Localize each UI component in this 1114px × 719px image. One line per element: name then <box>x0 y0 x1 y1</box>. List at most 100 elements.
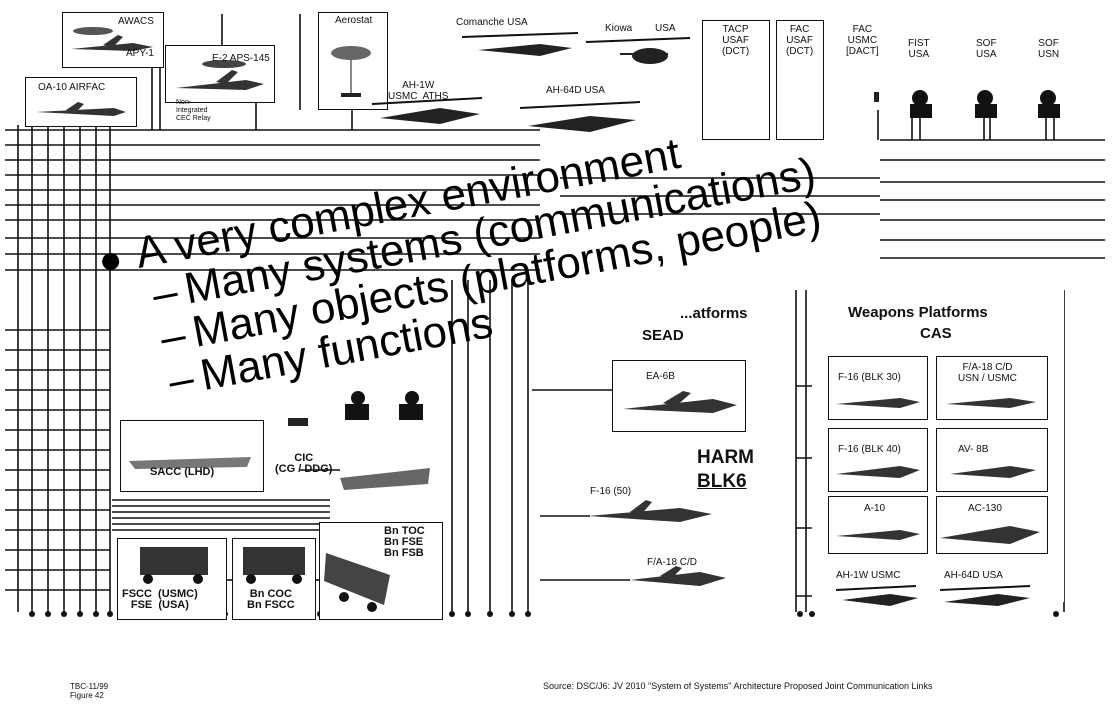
sead-label: SEAD <box>642 327 684 344</box>
fa18-label: F/A-18 C/D <box>647 557 698 568</box>
kiowa-usa-label: USA <box>655 23 676 34</box>
fscc-box <box>117 538 227 620</box>
cas-label-1: F-16 (BLK 30) <box>838 372 901 383</box>
harm-label: HARM <box>697 447 754 468</box>
lhd-ship-icon <box>129 457 251 469</box>
cas-platform-1 <box>828 356 928 420</box>
cas-platform-3 <box>828 428 928 492</box>
bncoc-box <box>232 538 316 620</box>
sof-usn-label: SOF USN <box>1038 38 1060 60</box>
kiowa-label: Kiowa <box>605 23 633 34</box>
e2-label: E-2 APS-145 <box>212 53 270 64</box>
sacc-label: SACC (LHD) <box>150 466 215 478</box>
tacp-box <box>702 20 770 140</box>
cas-platform-2 <box>936 356 1048 420</box>
apy1-label: APY-1 <box>126 48 154 59</box>
line-terminator-dot <box>45 611 51 617</box>
bncoc-label: Bn COC Bn FSCC <box>247 588 295 611</box>
cic-label: CIC (CG / DDG) <box>275 452 333 475</box>
cas-sub: CAS <box>920 325 952 342</box>
ea6b-box <box>612 360 746 432</box>
cas-label-7: AH-1W USMC <box>836 570 901 581</box>
cas-platform-5 <box>828 496 928 554</box>
f16-50-aircraft-icon <box>588 500 712 522</box>
ah1w-cas-icon <box>835 585 918 606</box>
cic-ship-icon <box>340 468 430 490</box>
awacs-box <box>62 12 164 68</box>
awacs-label: AWACS <box>118 16 154 27</box>
e2-aircraft-icon <box>176 60 264 90</box>
blk6-label: BLK6 <box>697 471 747 492</box>
cec-relay-label: Non- Integrated CEC Relay <box>176 99 211 122</box>
cas-label-6: AC-130 <box>968 503 1002 514</box>
ea6b-aircraft-icon <box>623 391 737 413</box>
ea6b-label: EA-6B <box>646 371 675 382</box>
ah64d-helicopter-icon <box>519 101 641 132</box>
fa18-usn-icon <box>946 398 1036 408</box>
soldier-1-icon <box>345 391 369 420</box>
line-terminator-dot <box>797 611 803 617</box>
fac-usaf-box <box>776 20 824 140</box>
line-terminator-dot <box>509 611 515 617</box>
comanche-helicopter-icon <box>461 32 579 56</box>
av8b-icon <box>950 466 1036 478</box>
ah64d-top-label: AH-64D USA <box>546 85 605 96</box>
line-terminator-dot <box>525 611 531 617</box>
ah64d-cas-icon <box>939 585 1031 606</box>
e2-box <box>165 45 275 103</box>
fist-label: FIST USA <box>908 38 930 60</box>
sof-usa-label: SOF USA <box>976 38 997 60</box>
sacc-box <box>120 420 264 492</box>
kiowa-helicopter-icon <box>585 37 691 64</box>
oa10-box <box>25 77 137 127</box>
bntoc-box <box>319 522 443 620</box>
line-terminator-dot <box>29 611 35 617</box>
fscc-truck-icon <box>140 547 208 584</box>
tacp-label: TACP USAF (DCT) <box>722 24 750 57</box>
cas-label-4: AV- 8B <box>958 444 989 455</box>
cas-label-5: A-10 <box>864 503 886 514</box>
line-terminator-dot <box>487 611 493 617</box>
fac-usaf-label: FAC USAF (DCT) <box>786 24 814 57</box>
soldier-2-icon <box>399 391 423 420</box>
sof-usa-soldier-icon <box>975 90 997 118</box>
oa10-aircraft-icon <box>36 102 126 116</box>
fac-usmc-radio-icon <box>874 92 879 102</box>
cas-header: Weapons Platforms <box>848 304 988 321</box>
fscc-label: FSCC (USMC) FSE (USA) <box>122 588 198 611</box>
cas-platform-6 <box>936 496 1048 554</box>
line-terminator-dot <box>61 611 67 617</box>
cas-label-2: F/A-18 C/D USN / USMC <box>958 362 1017 384</box>
ac130-icon <box>940 526 1040 544</box>
sof-usn-soldier-icon <box>1038 90 1060 118</box>
sead-header-partial: ...atforms <box>680 305 748 322</box>
cas-label-8: AH-64D USA <box>944 570 1003 581</box>
a10-icon <box>836 530 920 540</box>
line-terminator-dot <box>465 611 471 617</box>
figure-id: TBC-11/99 Figure 42 <box>70 682 109 700</box>
line-terminator-dot <box>77 611 83 617</box>
source-caption: Source: DSC/J6: JV 2010 "System of Syste… <box>543 681 933 691</box>
aerostat-icon <box>331 46 371 97</box>
oa10-label: OA-10 AIRFAC <box>38 82 106 93</box>
aerostat-label: Aerostat <box>335 15 373 26</box>
cas-label-3: F-16 (BLK 40) <box>838 444 901 455</box>
aerostat-box <box>318 12 388 110</box>
f16-blk40-icon <box>836 466 920 478</box>
f16-blk30-icon <box>836 398 920 408</box>
f16-50-label: F-16 (50) <box>590 486 632 497</box>
laser-designator-icon <box>288 418 308 426</box>
line-terminator-dot <box>93 611 99 617</box>
fac-usmc-label: FAC USMC [DACT] <box>846 24 879 57</box>
line-terminator-dot <box>1053 611 1059 617</box>
ah1w-top-label: AH-1W USMC ATHS <box>388 80 449 102</box>
ah1w-helicopter-icon <box>371 97 483 124</box>
line-terminator-dot <box>449 611 455 617</box>
bntoc-vehicle-icon <box>324 553 390 612</box>
bntoc-label: Bn TOC Bn FSE Bn FSB <box>384 525 425 559</box>
